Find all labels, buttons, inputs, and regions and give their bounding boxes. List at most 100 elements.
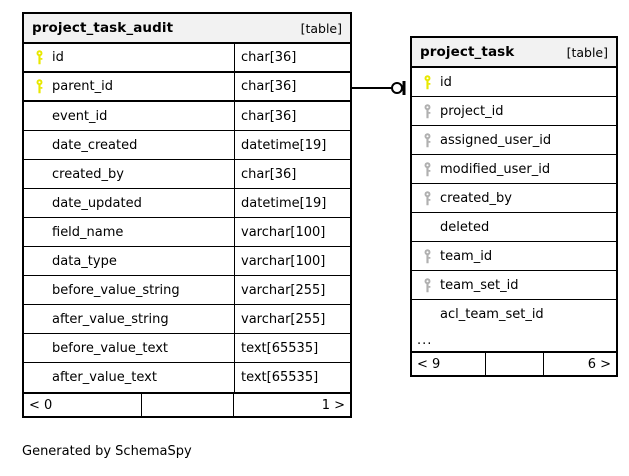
column-name-label: after_value_text xyxy=(52,370,157,385)
column-name-label: parent_id xyxy=(52,79,113,94)
table-type-tag: [table] xyxy=(566,44,608,60)
column-name-label: after_value_string xyxy=(52,311,169,327)
table-row[interactable]: field_name varchar[100] xyxy=(24,218,350,247)
column-type-cell: char[36] xyxy=(234,160,350,188)
column-name-cell: created_by xyxy=(24,160,234,188)
table-row[interactable]: team_id xyxy=(412,242,616,271)
column-type-label: char[36] xyxy=(241,79,297,94)
table-row[interactable]: assigned_user_id xyxy=(412,126,616,155)
column-name-cell: team_set_id xyxy=(412,271,616,299)
no-key-spacer xyxy=(417,307,437,323)
column-name-cell: after_value_string xyxy=(24,305,234,333)
column-name-label: date_created xyxy=(52,137,138,153)
column-name-cell: id xyxy=(412,68,616,96)
no-key-spacer xyxy=(29,340,49,356)
no-key-spacer xyxy=(29,108,49,124)
column-name-label: assigned_user_id xyxy=(440,132,552,148)
table-row[interactable]: id char[36] xyxy=(24,44,350,73)
column-type-label: varchar[100] xyxy=(241,253,326,269)
column-name-label: team_id xyxy=(440,248,493,264)
column-name-cell: deleted xyxy=(412,213,616,241)
column-name-label: created_by xyxy=(440,190,512,206)
column-name-cell: project_id xyxy=(412,97,616,125)
no-key-spacer xyxy=(29,224,49,240)
foreign-key-icon xyxy=(417,161,437,177)
column-type-label: datetime[19] xyxy=(241,137,327,153)
more-columns-indicator: ... xyxy=(417,332,433,348)
column-name-label: field_name xyxy=(52,224,124,240)
column-type-label: char[36] xyxy=(241,108,297,124)
table-row[interactable]: created_by char[36] xyxy=(24,160,350,189)
column-type-cell: datetime[19] xyxy=(234,131,350,159)
table-row[interactable]: after_value_text text[65535] xyxy=(24,363,350,392)
column-type-cell: varchar[100] xyxy=(234,218,350,246)
column-type-label: text[65535] xyxy=(241,370,319,385)
footer-next-count[interactable]: 6 > xyxy=(542,353,616,375)
column-name-cell: before_value_string xyxy=(24,276,234,304)
column-name-cell: team_id xyxy=(412,242,616,270)
column-name-label: id xyxy=(440,74,452,90)
table-header-project-task-audit: project_task_audit [table] xyxy=(24,14,350,44)
table-row[interactable]: event_id char[36] xyxy=(24,102,350,131)
table-row[interactable]: created_by xyxy=(412,184,616,213)
footer-prev-count[interactable]: < 9 xyxy=(417,356,441,372)
column-name-cell: id xyxy=(24,44,234,71)
no-key-spacer xyxy=(29,370,49,386)
footer-prev-count[interactable]: < 0 xyxy=(29,397,53,413)
table-row[interactable]: project_id xyxy=(412,97,616,126)
column-name-cell: assigned_user_id xyxy=(412,126,616,154)
table-row[interactable]: before_value_text text[65535] xyxy=(24,334,350,363)
table-row[interactable]: id xyxy=(412,68,616,97)
foreign-key-icon xyxy=(417,277,437,293)
no-key-spacer xyxy=(29,195,49,211)
foreign-key-icon xyxy=(417,132,437,148)
table-row[interactable]: data_type varchar[100] xyxy=(24,247,350,276)
column-name-label: project_id xyxy=(440,103,504,119)
column-type-cell: char[36] xyxy=(234,73,350,100)
column-type-cell: varchar[255] xyxy=(234,305,350,333)
table-footer-nav-project-task[interactable]: < 9 6 > xyxy=(412,351,616,375)
cardinality-zero-icon xyxy=(391,82,403,94)
footer-middle xyxy=(485,353,542,375)
relationship-connector-parent-id-to-id xyxy=(352,81,406,95)
table-row[interactable]: parent_id char[36] xyxy=(24,73,350,102)
table-row[interactable]: team_set_id xyxy=(412,271,616,300)
table-row[interactable]: acl_team_set_id xyxy=(412,300,616,329)
column-type-cell: char[36] xyxy=(234,102,350,130)
column-name-label: acl_team_set_id xyxy=(440,307,544,322)
column-name-cell: event_id xyxy=(24,102,234,130)
column-type-label: datetime[19] xyxy=(241,195,327,211)
column-type-cell: varchar[255] xyxy=(234,276,350,304)
column-name-label: event_id xyxy=(52,108,108,124)
table-row[interactable]: after_value_string varchar[255] xyxy=(24,305,350,334)
column-name-cell: data_type xyxy=(24,247,234,275)
column-name-cell: before_value_text xyxy=(24,334,234,362)
footer-next-count[interactable]: 1 > xyxy=(232,394,350,416)
table-row[interactable]: before_value_string varchar[255] xyxy=(24,276,350,305)
footer-middle xyxy=(141,394,232,416)
table-row[interactable]: deleted xyxy=(412,213,616,242)
column-type-label: text[65535] xyxy=(241,340,319,356)
diagram-caption: Generated by SchemaSpy xyxy=(22,444,192,459)
table-title: project_task_audit xyxy=(32,20,174,36)
no-key-spacer xyxy=(29,166,49,182)
table-row[interactable]: modified_user_id xyxy=(412,155,616,184)
column-name-cell: modified_user_id xyxy=(412,155,616,183)
column-type-label: char[36] xyxy=(241,166,297,182)
column-name-cell: date_created xyxy=(24,131,234,159)
primary-key-icon xyxy=(29,79,49,95)
column-name-label: before_value_string xyxy=(52,282,180,298)
table-footer-nav-project-task-audit[interactable]: < 0 1 > xyxy=(24,392,350,416)
column-name-label: data_type xyxy=(52,253,117,269)
column-name-cell: after_value_text xyxy=(24,363,234,392)
table-row[interactable]: date_created datetime[19] xyxy=(24,131,350,160)
column-type-label: varchar[100] xyxy=(241,224,326,240)
column-type-cell: datetime[19] xyxy=(234,189,350,217)
column-name-cell: created_by xyxy=(412,184,616,212)
foreign-key-icon xyxy=(417,190,437,206)
column-type-cell: char[36] xyxy=(234,44,350,71)
column-type-label: char[36] xyxy=(241,50,297,65)
